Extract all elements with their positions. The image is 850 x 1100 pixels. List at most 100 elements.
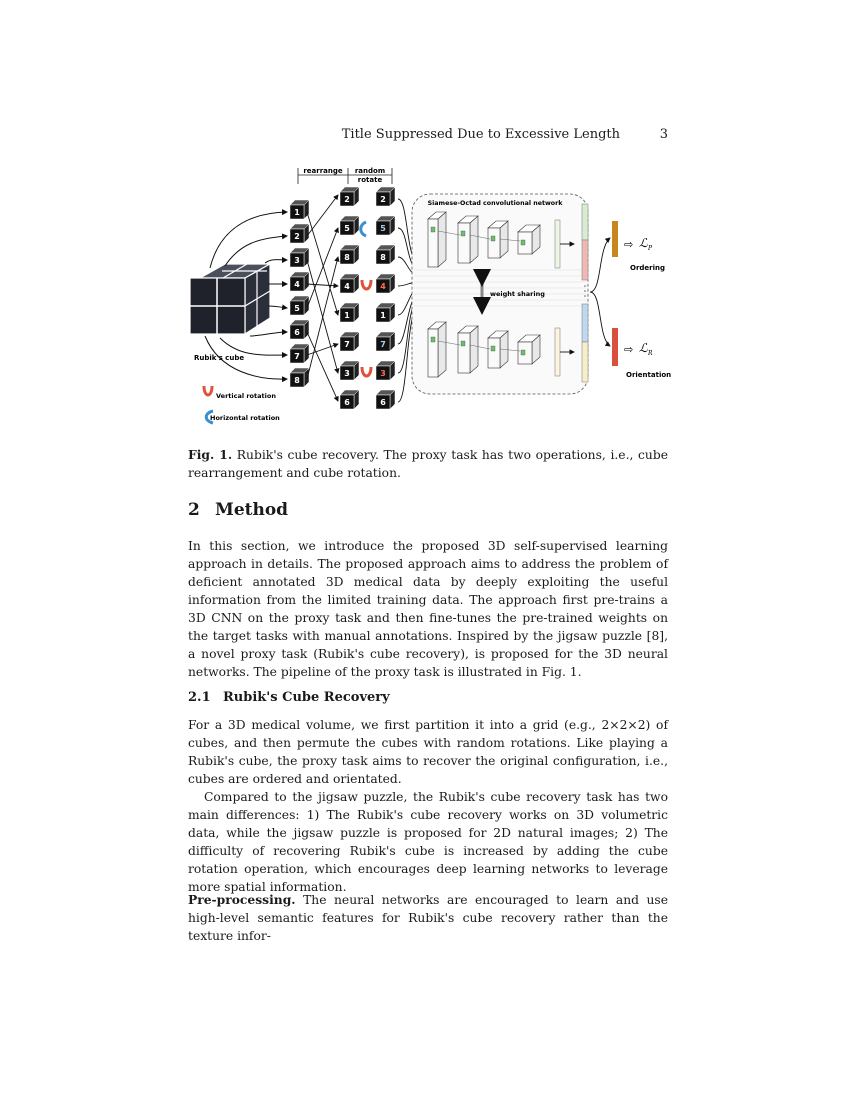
small-cube: 2 — [375, 186, 396, 207]
random-label: random — [355, 167, 385, 175]
head-connections — [589, 237, 611, 347]
horizontal-rotation-label: Horizontal rotation — [210, 414, 280, 422]
cube-number: 3 — [344, 369, 350, 378]
subsection-number: 2.1 — [188, 690, 211, 705]
small-cube: 2 — [289, 223, 310, 244]
horizontal-rotation-legend-icon — [204, 409, 214, 425]
cube-number: 7 — [380, 340, 386, 349]
random-rotate-dimension: random rotate — [348, 167, 393, 184]
conv-layer — [427, 321, 447, 378]
cube-number: 7 — [344, 340, 350, 349]
conv-layer — [457, 215, 479, 264]
small-cube: 4 — [375, 273, 396, 294]
orientation-head: ⇨ ℒ R Orientation — [612, 328, 671, 379]
column2-cubes: 2 5 8 4 1 7 3 6 — [339, 186, 360, 410]
page-number: 3 — [659, 127, 668, 142]
conv-layer — [457, 325, 479, 374]
small-cube: 8 — [289, 367, 310, 388]
paragraph: For a 3D medical volume, we first partit… — [188, 718, 668, 786]
vertical-rotation-legend-icon — [202, 385, 214, 397]
cube-number: 5 — [344, 224, 350, 233]
cube-number: 3 — [380, 369, 386, 378]
cube-to-column1-arrows — [204, 209, 288, 383]
cube-number: 3 — [294, 256, 300, 265]
small-cube: 6 — [375, 389, 396, 410]
subsection-heading: 2.1 Rubik's Cube Recovery — [188, 690, 390, 705]
subsection-title: Rubik's Cube Recovery — [223, 690, 390, 705]
arrow-icon: ⇨ — [624, 343, 633, 356]
cube-number: 8 — [380, 253, 386, 262]
section-heading: 2 Method — [188, 500, 288, 520]
cube-number: 4 — [294, 280, 300, 289]
rearrange-label: rearrange — [303, 167, 343, 175]
cube-number: 2 — [294, 232, 300, 241]
cube-number: 4 — [380, 282, 386, 291]
conv-layer — [517, 334, 541, 365]
vertical-rotation-icon — [360, 366, 373, 378]
small-cube: 5 — [289, 295, 310, 316]
column1-cubes: 1 2 3 4 5 6 7 8 — [289, 199, 310, 388]
cube-number: 1 — [380, 311, 386, 320]
cnn-branch-top — [427, 211, 541, 268]
small-cube: 5 — [339, 215, 360, 236]
loss-p-subscript: P — [647, 245, 653, 252]
cube-number: 5 — [380, 224, 386, 233]
conv-layer — [517, 224, 541, 255]
paragraph: In this section, we introduce the propos… — [188, 539, 668, 679]
section-number: 2 — [188, 500, 200, 520]
cube-number: 8 — [294, 376, 300, 385]
rearrange-dimension: rearrange — [297, 167, 349, 184]
small-cube: 4 — [339, 273, 360, 294]
loss-r: ℒ — [639, 341, 648, 355]
cube-number: 6 — [294, 328, 300, 337]
small-cube: 3 — [375, 360, 396, 381]
column3-cubes: 2 5 8 4 1 7 3 6 — [375, 186, 396, 410]
cube-number: 8 — [344, 253, 350, 262]
cube-number: 4 — [344, 282, 350, 291]
rotation-markers — [359, 220, 373, 378]
cube-number: 2 — [344, 195, 350, 204]
cube-number: 6 — [380, 398, 386, 407]
loss-r-subscript: R — [647, 350, 653, 357]
weight-sharing-label: weight sharing — [490, 290, 545, 298]
loss-p: ℒ — [639, 236, 648, 250]
cnn-branch-bottom — [427, 321, 541, 378]
paragraph: Compared to the jigsaw puzzle, the Rubik… — [188, 790, 668, 894]
paragraph-runin-heading: Pre-processing. — [188, 892, 296, 907]
cube-number: 1 — [344, 311, 350, 320]
small-cube: 3 — [339, 360, 360, 381]
small-cube: 4 — [289, 271, 310, 292]
cube-number: 2 — [380, 195, 386, 204]
small-cube: 8 — [375, 244, 396, 265]
figure-rubiks-cube-recovery: rearrange random rotate Rubik's cube 1 2 3… — [189, 167, 671, 425]
small-cube: 2 — [339, 186, 360, 207]
caption-text: Rubik's cube recovery. The proxy task ha… — [188, 448, 668, 480]
section-title: Method — [215, 500, 289, 520]
weight-sharing: weight sharing — [473, 269, 545, 315]
vertical-rotation-label: Vertical rotation — [216, 392, 276, 400]
small-cube: 8 — [339, 244, 360, 265]
rubiks-cube-image: Rubik's cube — [189, 262, 273, 362]
small-cube: 1 — [375, 302, 396, 323]
small-cube: 5 — [375, 215, 396, 236]
cube-number: 7 — [294, 352, 300, 361]
cube-number: 1 — [294, 208, 300, 217]
paragraph: Pre-processing. The neural networks are … — [188, 891, 668, 945]
siamese-network-box: Siamese-Octad convolutional network — [411, 193, 589, 395]
cube-number: 6 — [344, 398, 350, 407]
ordering-label: Ordering — [630, 264, 665, 272]
small-cube: 1 — [289, 199, 310, 220]
small-cube: 7 — [339, 331, 360, 352]
running-title: Title Suppressed Due to Excessive Length — [341, 127, 620, 142]
small-cube: 7 — [289, 343, 310, 364]
conv-layer — [427, 211, 447, 268]
figure-caption: Fig. 1. Rubik's cube recovery. The proxy… — [188, 446, 668, 482]
orientation-bar — [612, 328, 618, 366]
rotate-label: rotate — [358, 176, 383, 184]
small-cube: 1 — [339, 302, 360, 323]
rearrange-arrows — [306, 194, 340, 402]
ordering-head: ⇨ ℒ P Ordering — [612, 221, 665, 272]
paragraph-text: The neural networks are encouraged to le… — [188, 893, 668, 943]
ordering-bar — [612, 221, 618, 257]
network-title: Siamese-Octad convolutional network — [428, 200, 564, 207]
